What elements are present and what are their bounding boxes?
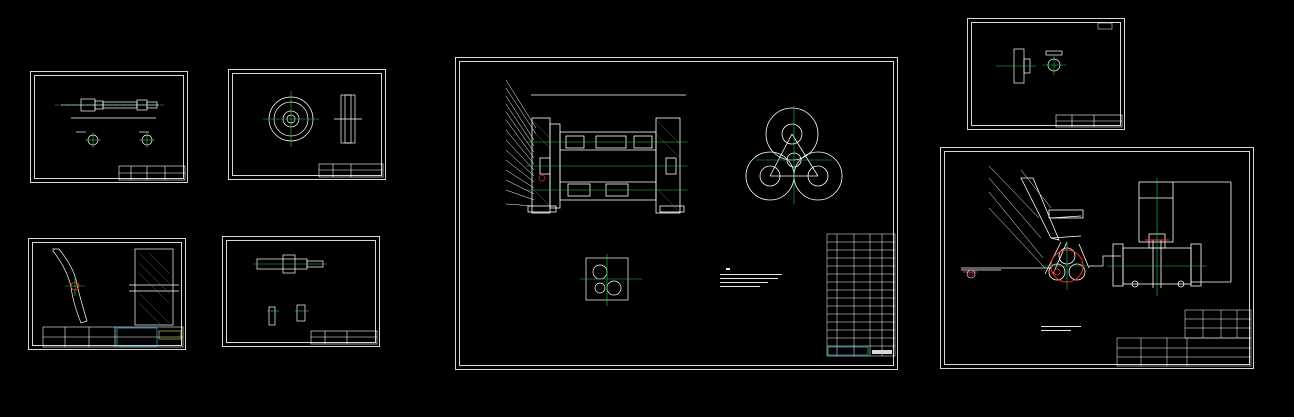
drawing-sheet-pulley[interactable] xyxy=(228,69,386,180)
side-view xyxy=(1112,181,1232,288)
parts-list xyxy=(826,233,896,357)
drawing-sheet-link[interactable] xyxy=(28,238,186,350)
frame xyxy=(1020,177,1090,275)
title-block xyxy=(1116,309,1252,367)
technical-notes xyxy=(720,268,782,287)
sheet-border xyxy=(971,22,1121,126)
gearbox-body xyxy=(527,94,686,214)
assembly-drawing xyxy=(505,79,896,357)
title-block xyxy=(310,330,378,345)
notes xyxy=(1041,326,1081,331)
link-drawing xyxy=(42,248,184,348)
small-part-drawing xyxy=(996,22,1123,128)
stairs xyxy=(961,255,1121,271)
mechanism-drawing xyxy=(961,165,1252,367)
shaft-drawing xyxy=(55,98,186,181)
drawing-sheet-mechanism[interactable] xyxy=(940,147,1254,369)
sheet-border xyxy=(226,240,376,343)
sheet-border xyxy=(34,75,184,179)
pulley-drawing xyxy=(263,91,384,178)
drawing-sheet-assembly[interactable] xyxy=(455,57,898,370)
drawing-sheet-bracket[interactable] xyxy=(222,236,380,347)
title-block xyxy=(318,163,384,178)
sheet-border xyxy=(32,242,182,346)
sheet-border xyxy=(459,61,894,366)
sheet-border xyxy=(944,151,1250,365)
title-block xyxy=(1055,114,1123,128)
title-block xyxy=(42,326,184,348)
bracket-drawing xyxy=(253,254,378,345)
sheet-border xyxy=(232,73,382,176)
title-block xyxy=(118,165,186,181)
leader-lines xyxy=(505,79,537,207)
drawing-sheet-small-part[interactable] xyxy=(967,18,1125,130)
leader-lines xyxy=(988,165,1052,269)
drawing-sheet-shaft[interactable] xyxy=(30,71,188,183)
